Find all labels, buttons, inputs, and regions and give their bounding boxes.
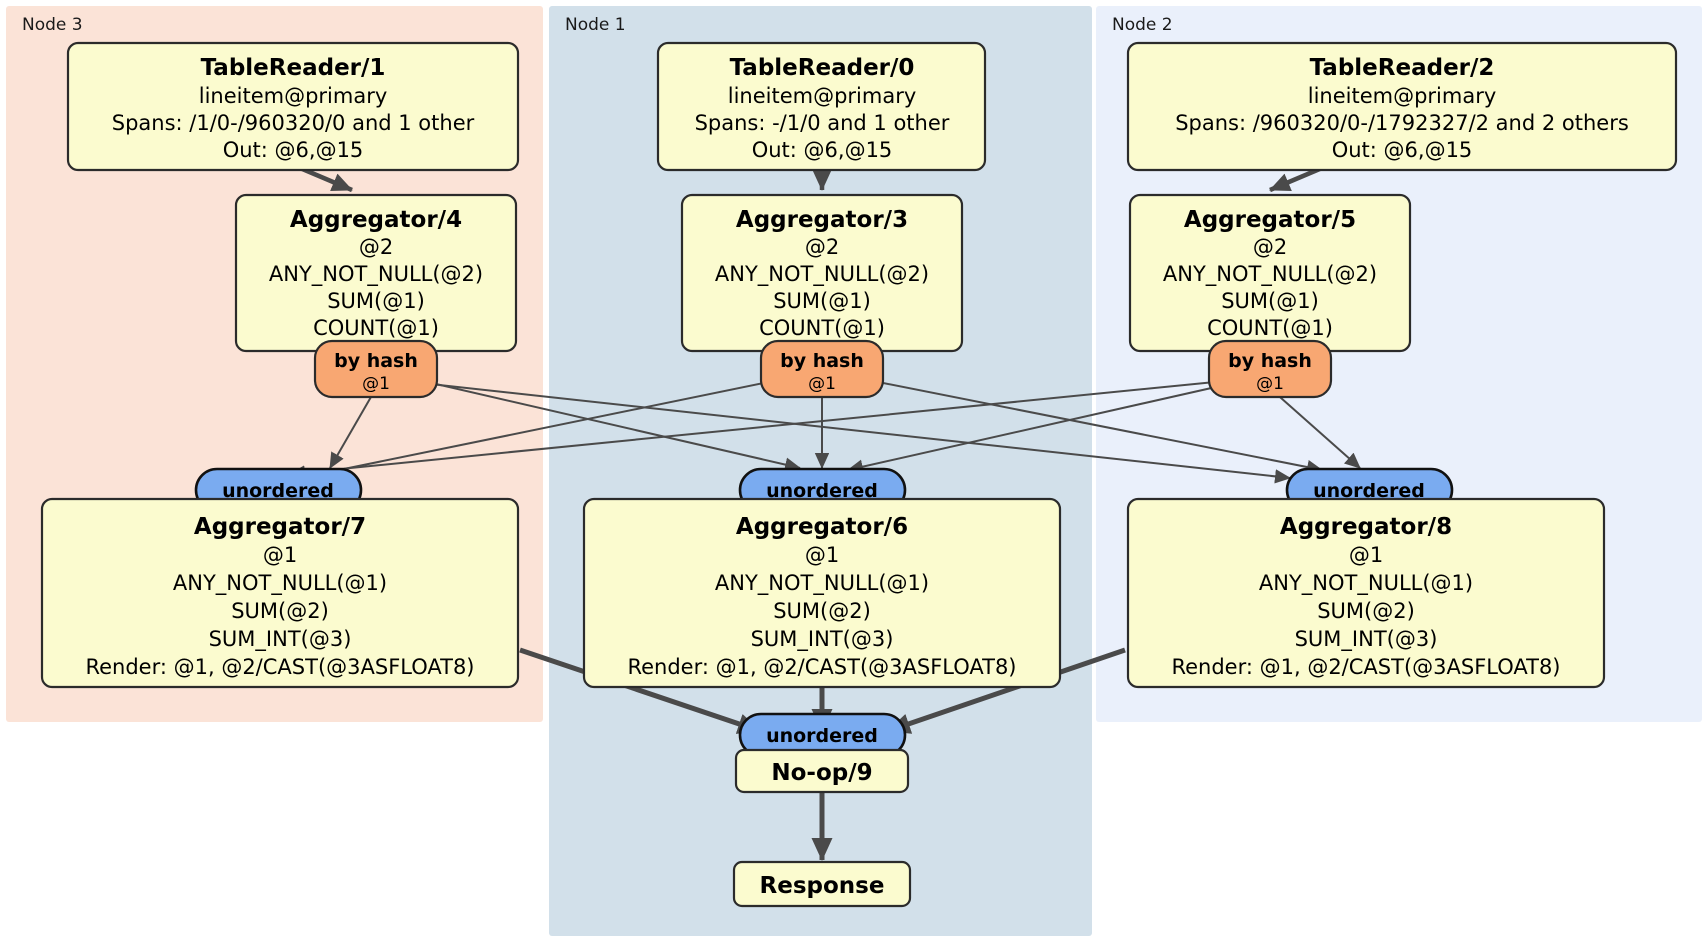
processor-aggregator-8[interactable]: Aggregator/8 @1 ANY_NOT_NULL(@1) SUM(@2)… xyxy=(1126,497,1606,689)
edge-hashL-to-unorderedL xyxy=(329,389,376,469)
aggregator-7-box[interactable] xyxy=(40,497,520,689)
aggregator-5-line-2: SUM(@1) xyxy=(1221,289,1319,313)
unordered-mid-label: unordered xyxy=(766,480,878,502)
aggregator-6-line-3: SUM_INT(@3) xyxy=(751,627,894,652)
table-reader-0-line-2: Out: @6,@15 xyxy=(752,138,893,162)
table-reader-2-box[interactable] xyxy=(1126,41,1678,172)
aggregator-6-line-0: @1 xyxy=(805,543,839,567)
aggregator-8-title: Aggregator/8 xyxy=(1280,514,1452,540)
table-reader-0-box[interactable] xyxy=(656,41,987,172)
router-by-hash-left[interactable]: by hash @1 xyxy=(313,339,439,399)
edge-hashM-to-unorderedR xyxy=(857,377,1323,475)
unordered-right-label: unordered xyxy=(1313,480,1425,502)
table-reader-1-title: TableReader/1 xyxy=(201,55,386,81)
aggregator-4-line-1: ANY_NOT_NULL(@2) xyxy=(269,262,483,287)
by-hash-right-shape[interactable] xyxy=(1207,339,1333,399)
aggregator-3-title: Aggregator/3 xyxy=(736,207,908,233)
by-hash-right-label: by hash xyxy=(1228,350,1312,372)
aggregator-4-line-0: @2 xyxy=(359,235,393,259)
aggregator-8-line-2: SUM(@2) xyxy=(1317,599,1415,623)
table-reader-2-line-1: Spans: /960320/0-/1792327/2 and 2 others xyxy=(1175,111,1629,135)
table-reader-1-line-0: lineitem@primary xyxy=(199,84,388,108)
table-reader-2-line-0: lineitem@primary xyxy=(1308,84,1497,108)
table-reader-0-line-0: lineitem@primary xyxy=(728,84,917,108)
panel-node3-label: Node 3 xyxy=(22,15,83,35)
unordered-final-label: unordered xyxy=(766,725,878,747)
aggregator-7-line-4: Render: @1, @2/CAST(@3ASFLOAT8) xyxy=(85,655,474,679)
response-title: Response xyxy=(760,873,885,899)
edge-agg8-to-final-unordered xyxy=(887,647,1126,734)
processor-aggregator-5[interactable]: Aggregator/5 @2 ANY_NOT_NULL(@2) SUM(@1)… xyxy=(1128,193,1412,353)
edge-hashL-to-unorderedM xyxy=(409,377,801,472)
edge-hashR-to-unorderedL xyxy=(289,379,1236,480)
aggregator-3-line-1: ANY_NOT_NULL(@2) xyxy=(715,262,929,287)
edge-tr2-to-agg5 xyxy=(1269,165,1323,193)
noop-9-title: No-op/9 xyxy=(771,760,872,786)
aggregator-8-line-0: @1 xyxy=(1349,543,1383,567)
processor-aggregator-6[interactable]: Aggregator/6 @1 ANY_NOT_NULL(@1) SUM(@2)… xyxy=(582,497,1062,689)
table-reader-1-line-2: Out: @6,@15 xyxy=(223,138,364,162)
by-hash-right-sub: @1 xyxy=(1256,374,1284,394)
table-reader-1-box[interactable] xyxy=(66,41,520,172)
table-reader-2-line-2: Out: @6,@15 xyxy=(1332,138,1473,162)
edge-tr1-to-agg4 xyxy=(299,165,353,193)
aggregator-3-line-2: SUM(@1) xyxy=(773,289,871,313)
aggregator-8-box[interactable] xyxy=(1126,497,1606,689)
noop-9-box[interactable] xyxy=(734,748,910,794)
edge-hashR-to-unorderedM xyxy=(847,381,1239,474)
edge-hashR-to-unorderedR xyxy=(1271,389,1361,469)
panel-node1-label: Node 1 xyxy=(565,15,626,35)
table-reader-0-line-1: Spans: -/1/0 and 1 other xyxy=(695,111,950,135)
aggregator-6-line-1: ANY_NOT_NULL(@1) xyxy=(715,571,929,596)
synchronizer-unordered-final[interactable]: unordered xyxy=(738,712,907,758)
aggregator-8-line-4: Render: @1, @2/CAST(@3ASFLOAT8) xyxy=(1171,655,1560,679)
by-hash-mid-label: by hash xyxy=(780,350,864,372)
aggregator-7-line-1: ANY_NOT_NULL(@1) xyxy=(173,571,387,596)
processor-response[interactable]: Response xyxy=(732,860,912,908)
aggregator-7-line-3: SUM_INT(@3) xyxy=(209,627,352,652)
processor-aggregator-4[interactable]: Aggregator/4 @2 ANY_NOT_NULL(@2) SUM(@1)… xyxy=(234,193,518,353)
aggregator-7-title: Aggregator/7 xyxy=(194,514,366,540)
by-hash-mid-shape[interactable] xyxy=(759,339,885,399)
edge-hashM-to-unorderedL xyxy=(299,377,789,483)
aggregator-5-line-0: @2 xyxy=(1253,235,1287,259)
unordered-left-label: unordered xyxy=(222,480,334,502)
response-box[interactable] xyxy=(732,860,912,908)
processor-table-reader-2[interactable]: TableReader/2 lineitem@primary Spans: /9… xyxy=(1126,41,1678,172)
aggregator-8-line-1: ANY_NOT_NULL(@1) xyxy=(1259,571,1473,596)
processor-noop-9[interactable]: No-op/9 xyxy=(734,748,910,794)
panel-node2-label: Node 2 xyxy=(1112,15,1173,35)
aggregator-4-title: Aggregator/4 xyxy=(290,207,462,233)
by-hash-left-label: by hash xyxy=(334,350,418,372)
router-by-hash-right[interactable]: by hash @1 xyxy=(1207,339,1333,399)
processor-table-reader-1[interactable]: TableReader/1 lineitem@primary Spans: /1… xyxy=(66,41,520,172)
aggregator-7-line-2: SUM(@2) xyxy=(231,599,329,623)
aggregator-3-line-3: COUNT(@1) xyxy=(759,316,885,340)
aggregator-5-title: Aggregator/5 xyxy=(1184,207,1356,233)
table-reader-1-line-1: Spans: /1/0-/960320/0 and 1 other xyxy=(112,111,475,135)
aggregator-4-line-3: COUNT(@1) xyxy=(313,316,439,340)
aggregator-4-line-2: SUM(@1) xyxy=(327,289,425,313)
aggregator-6-line-2: SUM(@2) xyxy=(773,599,871,623)
aggregator-6-title: Aggregator/6 xyxy=(736,514,908,540)
aggregator-8-line-3: SUM_INT(@3) xyxy=(1295,627,1438,652)
router-by-hash-mid[interactable]: by hash @1 xyxy=(759,339,885,399)
edge-agg7-to-final-unordered xyxy=(519,647,761,734)
processor-aggregator-3[interactable]: Aggregator/3 @2 ANY_NOT_NULL(@2) SUM(@1)… xyxy=(680,193,964,353)
by-hash-left-shape[interactable] xyxy=(313,339,439,399)
by-hash-mid-sub: @1 xyxy=(808,374,836,394)
table-reader-2-title: TableReader/2 xyxy=(1310,55,1495,81)
aggregator-7-line-0: @1 xyxy=(263,543,297,567)
aggregator-6-box[interactable] xyxy=(582,497,1062,689)
processor-table-reader-0[interactable]: TableReader/0 lineitem@primary Spans: -/… xyxy=(656,41,987,172)
edge-hashL-to-unorderedR xyxy=(411,381,1291,484)
aggregator-5-line-3: COUNT(@1) xyxy=(1207,316,1333,340)
aggregator-3-line-0: @2 xyxy=(805,235,839,259)
aggregator-6-line-4: Render: @1, @2/CAST(@3ASFLOAT8) xyxy=(627,655,1016,679)
processor-aggregator-7[interactable]: Aggregator/7 @1 ANY_NOT_NULL(@1) SUM(@2)… xyxy=(40,497,520,689)
table-reader-0-title: TableReader/0 xyxy=(730,55,915,81)
aggregator-5-line-1: ANY_NOT_NULL(@2) xyxy=(1163,262,1377,287)
by-hash-left-sub: @1 xyxy=(362,374,390,394)
